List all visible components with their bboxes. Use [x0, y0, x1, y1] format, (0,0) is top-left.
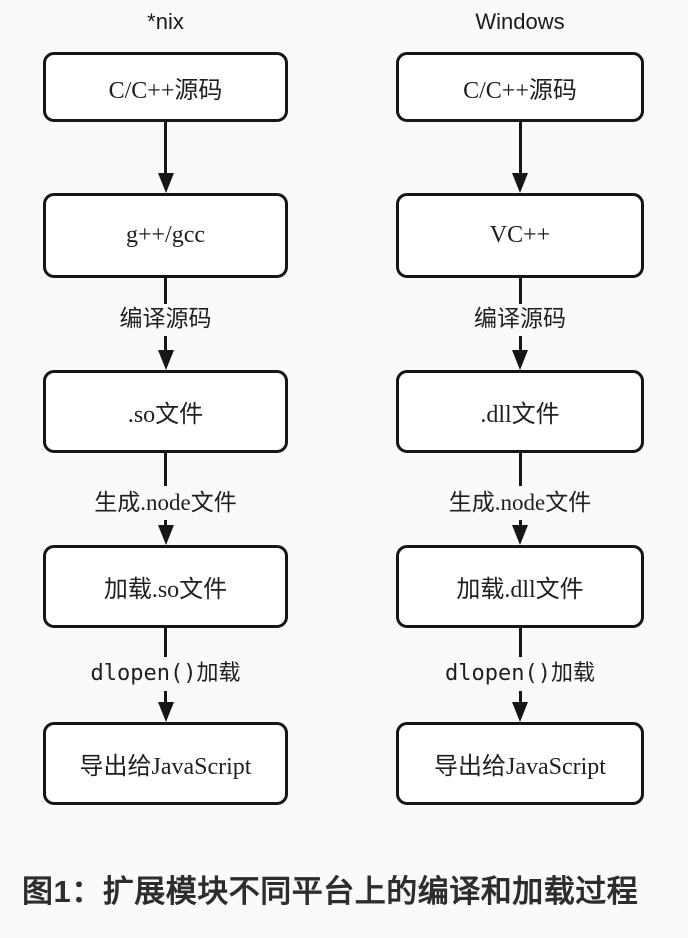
arrow-label-compile-source: 编译源码: [119, 306, 212, 331]
column-title-windows: Windows: [475, 9, 565, 34]
arrow-line: [518, 628, 522, 657]
arrow-line: [164, 122, 167, 174]
flow-box-label: C/C++源码: [463, 77, 577, 104]
flow-box-label: 导出给JavaScript: [434, 754, 606, 780]
flow-box-nix-compiler: g++/gcc: [43, 193, 288, 278]
arrow-head-icon: [157, 173, 174, 193]
arrow-head-icon: [512, 173, 528, 193]
flow-box-label: C/C++源码: [108, 77, 223, 104]
column-title-nix: *nix: [147, 9, 184, 34]
flow-box-win-load-dll: 加载.dll文件: [396, 545, 644, 628]
arrow-label-dlopen-load: dlopen()加载: [445, 661, 595, 686]
arrow-line: [164, 336, 167, 351]
flow-box-nix-export-js: 导出给JavaScript: [43, 722, 288, 805]
flow-box-win-dll-file: .dll文件: [396, 370, 644, 453]
flow-box-label: 导出给JavaScript: [79, 754, 252, 780]
arrow-head-icon: [512, 525, 528, 545]
flow-box-win-export-js: 导出给JavaScript: [396, 722, 644, 805]
arrow-head-icon: [157, 702, 174, 722]
flow-box-win-compiler: VC++: [396, 193, 644, 278]
arrow-line: [164, 628, 167, 657]
flow-box-label: .so文件: [127, 402, 204, 428]
arrow-line: [518, 691, 522, 703]
flow-box-nix-so-file: .so文件: [43, 370, 288, 453]
arrow-line: [164, 453, 167, 486]
arrow-line: [518, 453, 522, 486]
arrow-label-generate-node-file: 生成.node文件: [94, 490, 237, 515]
arrow-line: [518, 278, 522, 304]
flow-box-win-source: C/C++源码: [396, 52, 644, 122]
column-windows: Windows C/C++源码 VC++ 编译源码 .dll文件 生成.node…: [396, 0, 644, 860]
arrow-line: [164, 278, 167, 304]
arrow-line: [164, 520, 167, 526]
arrow-head-icon: [157, 350, 174, 370]
arrow-label-compile-source: 编译源码: [474, 306, 566, 331]
flow-box-nix-load-so: 加载.so文件: [43, 545, 288, 628]
flow-box-label: g++/gcc: [125, 222, 206, 248]
arrow-line: [518, 122, 522, 174]
arrow-head-icon: [512, 702, 528, 722]
column-nix: *nix C/C++源码 g++/gcc 编译源码 .so文件 生成.node文…: [43, 0, 288, 860]
flow-box-label: 加载.so文件: [103, 577, 228, 603]
figure-caption: 图1：扩展模块不同平台上的编译和加载过程: [22, 874, 639, 909]
flow-box-label: VC++: [489, 222, 551, 248]
arrow-label-generate-node-file: 生成.node文件: [448, 490, 592, 515]
arrow-label-dlopen-load: dlopen()加载: [90, 661, 241, 686]
arrow-line: [518, 336, 522, 351]
arrow-line: [164, 691, 167, 703]
flow-box-label: .dll文件: [480, 402, 560, 428]
flow-box-nix-source: C/C++源码: [43, 52, 288, 122]
arrow-head-icon: [512, 350, 528, 370]
flow-box-label: 加载.dll文件: [456, 577, 584, 603]
arrow-line: [518, 520, 522, 526]
arrow-head-icon: [157, 525, 174, 545]
